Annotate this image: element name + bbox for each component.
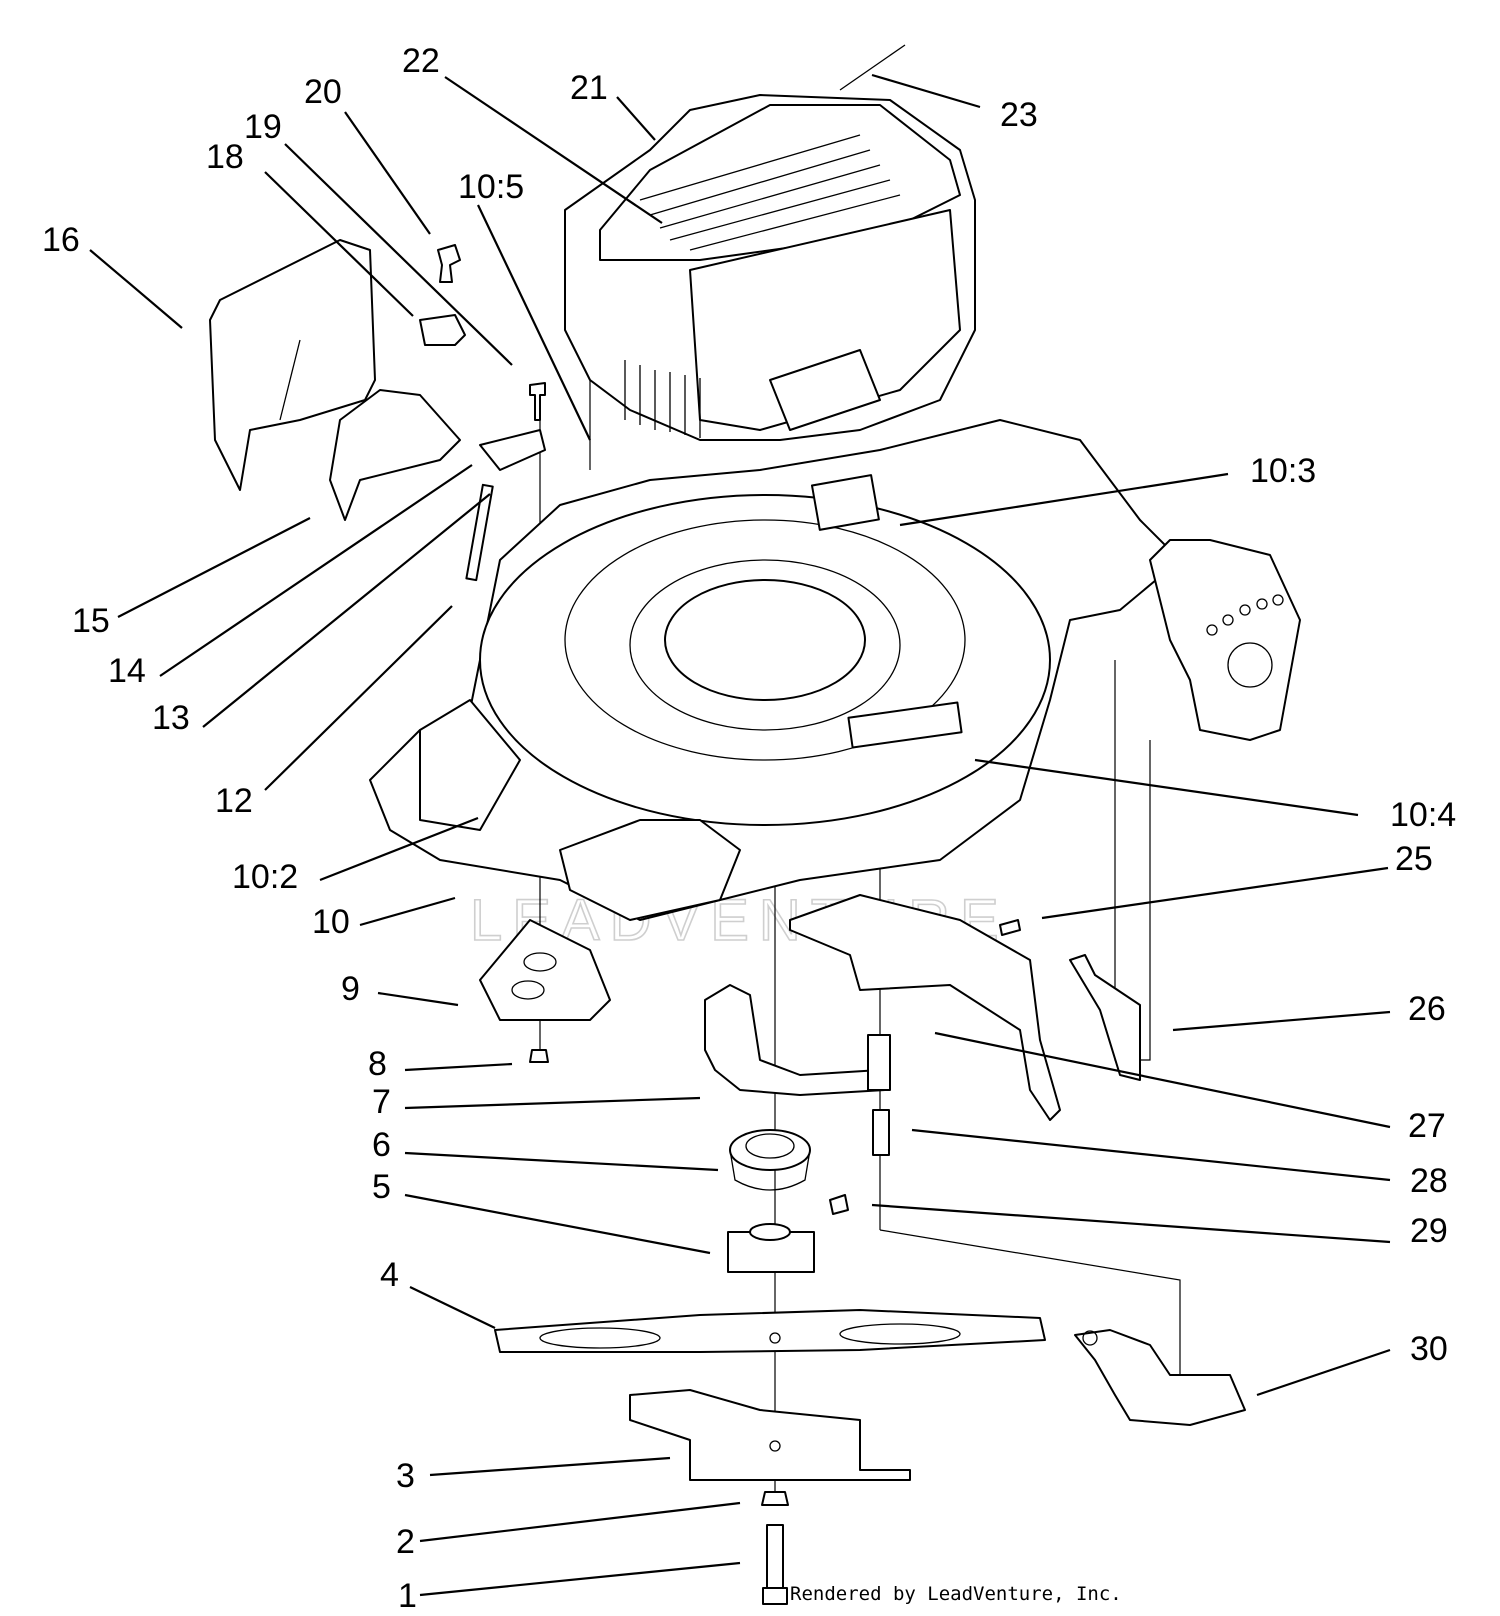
callout-18: 18 <box>206 138 244 176</box>
callout-21: 21 <box>570 69 608 107</box>
callout-26: 26 <box>1408 990 1446 1028</box>
callout-19: 19 <box>244 108 282 146</box>
callout-3: 3 <box>396 1457 415 1495</box>
callout-29: 29 <box>1410 1212 1448 1250</box>
callout-2: 2 <box>396 1523 415 1561</box>
callout-12: 12 <box>215 782 253 820</box>
callout-10: 10 <box>312 903 350 941</box>
callout-10-4: 10:4 <box>1390 796 1456 834</box>
callout-4: 4 <box>380 1256 399 1294</box>
callout-9: 9 <box>341 970 360 1008</box>
callout-13: 13 <box>152 699 190 737</box>
callout-25: 25 <box>1395 840 1433 878</box>
rear-door <box>209 239 461 521</box>
callout-6: 6 <box>372 1126 391 1164</box>
callout-20: 20 <box>304 73 342 111</box>
callout-10-2: 10:2 <box>232 858 298 896</box>
callouts: 1 2 3 4 5 6 7 8 9 10 10:2 12 13 14 15 16… <box>42 42 1456 1615</box>
callout-16: 16 <box>42 221 80 259</box>
engine <box>564 44 976 441</box>
callout-27: 27 <box>1408 1107 1446 1145</box>
callout-10-3: 10:3 <box>1250 452 1316 490</box>
callout-5: 5 <box>372 1168 391 1206</box>
callout-8: 8 <box>368 1045 387 1083</box>
callout-28: 28 <box>1410 1162 1448 1200</box>
leader-lines <box>89 73 1391 1597</box>
callout-15: 15 <box>72 602 110 640</box>
small-parts <box>419 244 546 582</box>
lower-parts <box>479 894 1246 1605</box>
render-credit: Rendered by LeadVenture, Inc. <box>790 1583 1122 1605</box>
mower-deck <box>369 419 1301 921</box>
callout-1: 1 <box>398 1577 417 1615</box>
callout-14: 14 <box>108 652 146 690</box>
callout-30: 30 <box>1410 1330 1448 1368</box>
callout-22: 22 <box>402 42 440 80</box>
callout-10-5: 10:5 <box>458 168 524 206</box>
callout-23: 23 <box>1000 96 1038 134</box>
callout-7: 7 <box>372 1083 391 1121</box>
